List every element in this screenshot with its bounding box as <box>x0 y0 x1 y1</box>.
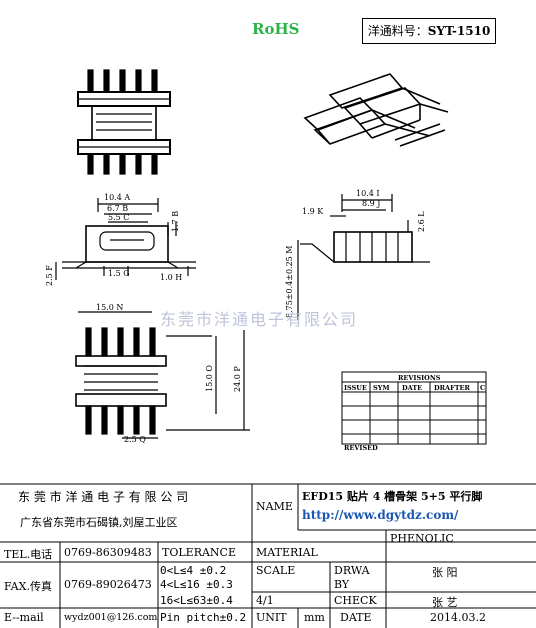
company-address: 广东省东莞市石碣镇,刘屋工业区 <box>20 516 178 529</box>
rev-col-drafter: DRAFTER <box>434 384 470 392</box>
tel-value: 0769-86309483 <box>64 546 152 559</box>
rev-col-date: DATE <box>402 384 422 392</box>
drawn-by-label-1: DRWA <box>334 564 370 577</box>
part-number-label: 洋通料号 <box>367 24 416 38</box>
side-view <box>297 194 430 320</box>
dim-bot-25: 2.5 Q <box>124 435 146 444</box>
drawn-by-label-2: BY <box>334 578 350 591</box>
part-number: SYT-1510 <box>427 24 491 38</box>
dim-side-19: 1.9 K <box>302 207 324 216</box>
website-link[interactable]: http://www.dgytdz.com/ <box>302 508 459 522</box>
tolerance-1: 0<L≤4 ±0.2 <box>160 564 227 577</box>
isometric-view <box>303 73 449 147</box>
dim-bot-150h: 15.0 O <box>205 365 214 392</box>
dim-bot-240: 24.0 P <box>233 366 242 392</box>
tolerance-4: Pin pitch±0.2 <box>160 611 247 624</box>
name-label: NAME <box>256 500 293 513</box>
unit-label: UNIT <box>256 611 287 624</box>
scale-label: SCALE <box>256 564 296 577</box>
dim-w-a: 10.4 A <box>104 193 130 202</box>
fax-value: 0769-89026473 <box>64 578 152 591</box>
tolerance-2: 4<L≤16 ±0.3 <box>160 578 233 591</box>
front-view-middle <box>55 198 196 280</box>
name-value: EFD15 贴片 4 槽骨架 5+5 平行脚 <box>302 490 483 503</box>
tel-label: TEL.电话 <box>4 548 53 561</box>
company-name: 东 莞 市 洋 通 电 子 有 限 公 司 <box>18 490 189 504</box>
tolerance-label: TOLERANCE <box>162 546 236 559</box>
tolerance-3: 16<L≤63±0.4 <box>160 594 233 607</box>
date-value: 2014.03.2 <box>430 611 486 624</box>
dim-p-10: 1.0 H <box>160 273 182 282</box>
rev-col-issue: ISSUE <box>344 384 367 392</box>
revisions-title: REVISIONS <box>398 374 441 382</box>
checked-by-value: 张 艺 <box>432 596 458 609</box>
dim-h-17: 1.7 B <box>171 211 180 232</box>
check-label: CHECK <box>334 594 377 607</box>
rohs-label: RoHS <box>252 20 300 38</box>
dim-side-89: 8.9 J <box>362 199 380 208</box>
dim-side-vert: 8.75±0.4±0.25 M <box>285 246 294 319</box>
phenolic-label: PHENOLIC <box>390 532 454 545</box>
email-label: E--mail <box>4 611 44 624</box>
dim-p-15: 1.5 G <box>108 269 130 278</box>
material-label: MATERIAL <box>256 546 318 559</box>
revisions-table <box>341 371 487 445</box>
watermark: 东莞市洋通电子有限公司 <box>160 310 359 329</box>
dim-side-104: 10.4 I <box>356 189 380 198</box>
title-block-grid <box>0 483 536 628</box>
part-number-box: 洋通料号：SYT-1510 <box>362 18 496 44</box>
drawn-by-value: 张 阳 <box>432 566 458 579</box>
fax-label: FAX.传真 <box>4 580 52 593</box>
date-label: DATE <box>340 611 372 624</box>
rev-col-sym: SYM <box>373 384 390 392</box>
dim-w-b: 6.7 B <box>107 204 128 213</box>
dim-side-26: 2.6 L <box>417 211 426 232</box>
front-view-top <box>77 69 171 175</box>
email-value[interactable]: wydz001@126.com <box>64 612 158 623</box>
scale-value: 4/1 <box>256 594 274 607</box>
dim-w-c: 5.5 C <box>108 213 129 222</box>
rev-footer: REVISED <box>344 444 378 452</box>
front-view-bottom <box>75 311 250 439</box>
dim-h-25: 2.5 F <box>45 265 54 286</box>
unit-value: mm <box>304 611 325 624</box>
rev-col-c: C <box>480 384 485 392</box>
dim-bot-150w: 15.0 N <box>96 303 123 312</box>
